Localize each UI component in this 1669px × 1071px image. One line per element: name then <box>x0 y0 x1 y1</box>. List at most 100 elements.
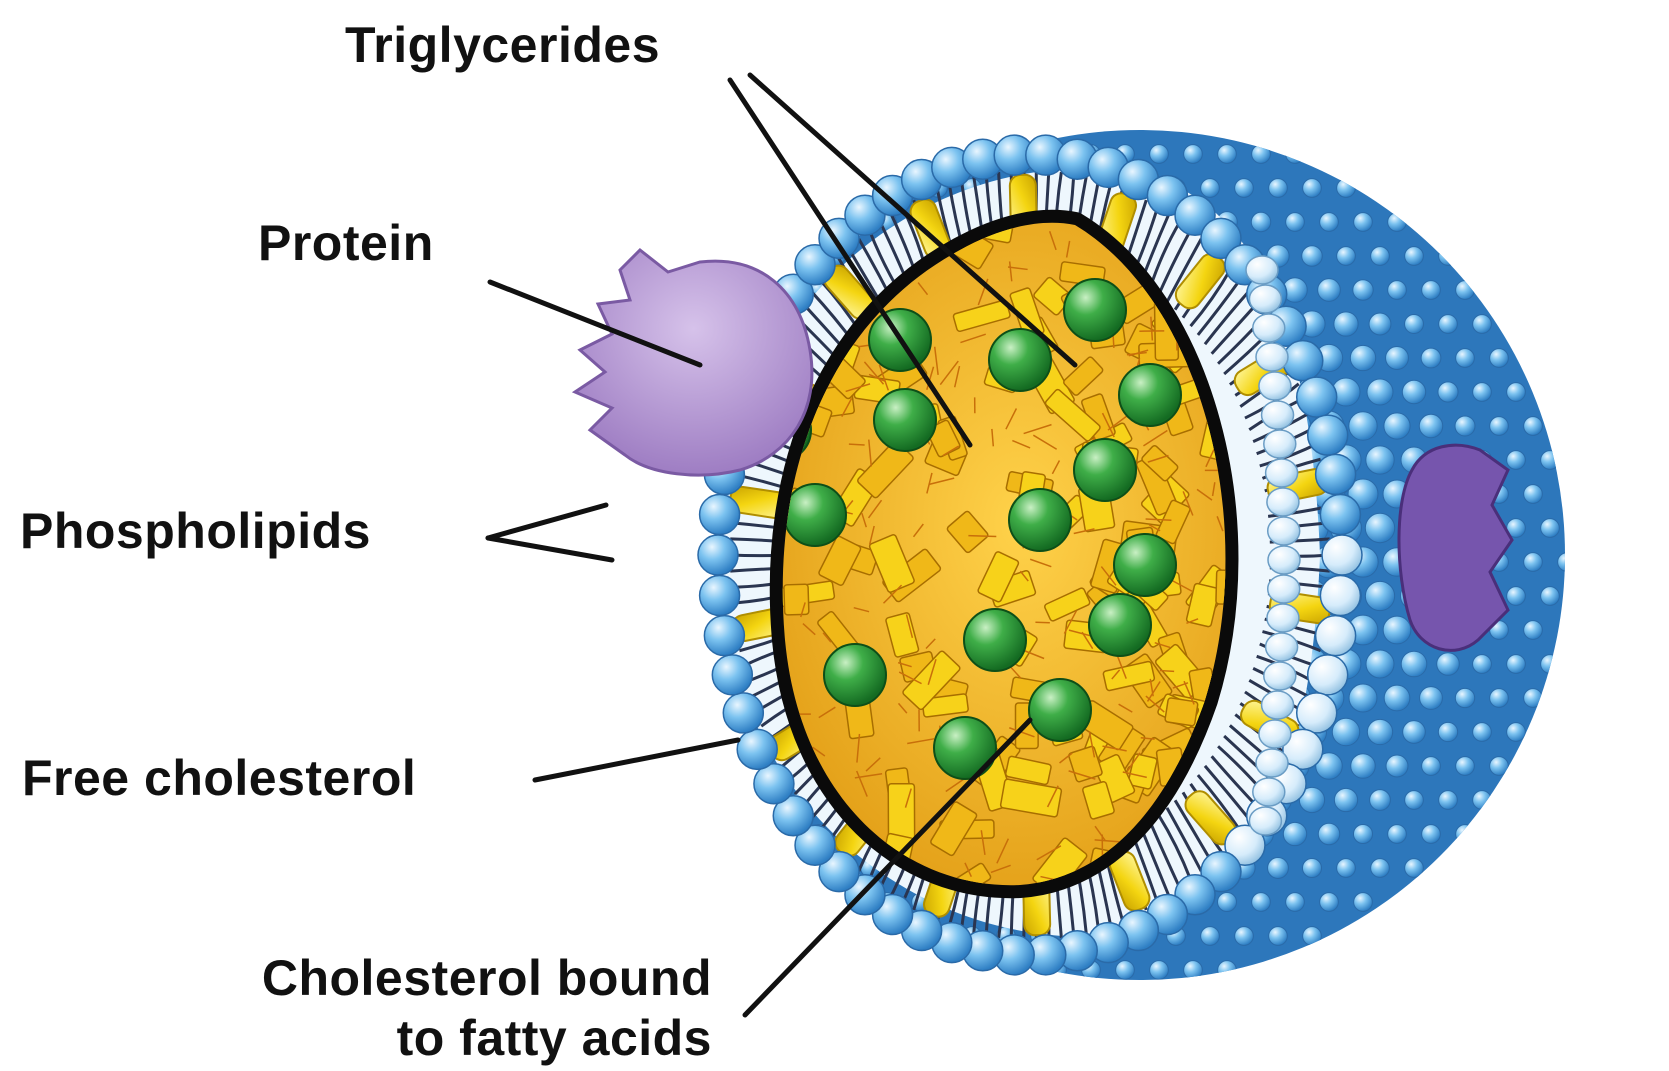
phospholipid-head <box>1268 517 1300 545</box>
triglyceride-sphere <box>1029 679 1091 741</box>
surface-head <box>1116 961 1135 980</box>
phospholipid-head <box>1268 575 1300 603</box>
surface-head <box>1353 280 1373 300</box>
surface-head <box>1365 581 1394 610</box>
surface-head <box>1422 825 1441 844</box>
surface-head <box>1218 961 1237 980</box>
surface-head <box>1367 719 1392 744</box>
phospholipid-head <box>1249 285 1281 313</box>
surface-head <box>1541 655 1560 674</box>
phospholipid-head <box>1316 616 1356 656</box>
surface-head <box>1388 213 1407 232</box>
phospholipid-head <box>1256 749 1288 777</box>
phospholipid-head <box>723 693 763 733</box>
phospholipid-head <box>1267 604 1299 632</box>
surface-head <box>1365 513 1394 542</box>
surface-head <box>1473 383 1492 402</box>
surface-head <box>1354 893 1373 912</box>
surface-head <box>1490 757 1509 776</box>
surface-head <box>1303 179 1322 198</box>
phospholipid-head <box>1253 778 1285 806</box>
surface-head <box>1558 553 1577 572</box>
surface-head <box>1337 859 1356 878</box>
surface-head <box>1217 892 1236 911</box>
surface-head <box>1490 349 1509 368</box>
surface-head <box>1201 927 1220 946</box>
surface-head <box>1351 754 1376 779</box>
surface-head <box>1507 383 1526 402</box>
label-triglycerides: Triglycerides <box>345 17 660 73</box>
surface-head <box>1438 722 1457 741</box>
phospholipid-head <box>1262 401 1294 429</box>
surface-head <box>1456 757 1475 776</box>
surface-head <box>1386 755 1408 777</box>
surface-head <box>1388 825 1407 844</box>
phospholipid-head <box>1246 256 1278 284</box>
phospholipid-head <box>1308 415 1348 455</box>
surface-head <box>1269 927 1288 946</box>
label-protein: Protein <box>258 215 434 271</box>
surface-head <box>1286 893 1305 912</box>
label-cholesterol-bound-line1: Cholesterol bound <box>262 950 712 1006</box>
fatty-acid-fiber <box>773 868 793 883</box>
surface-head <box>1269 179 1288 198</box>
surface-head <box>1302 858 1321 877</box>
surface-head <box>1350 345 1375 370</box>
surface-head <box>1388 281 1407 300</box>
fatty-acid-fiber <box>849 444 865 445</box>
surface-head <box>1283 822 1306 845</box>
surface-head <box>1420 687 1443 710</box>
phospholipid-head <box>1266 459 1298 487</box>
surface-head <box>1332 718 1359 745</box>
surface-head <box>1354 213 1373 232</box>
surface-head <box>1437 653 1460 676</box>
phospholipid-head <box>1316 454 1356 494</box>
phospholipid-head <box>1297 377 1337 417</box>
surface-head <box>1369 313 1391 335</box>
surface-head <box>1473 315 1492 334</box>
phospholipid-head <box>1262 691 1294 719</box>
surface-head <box>1366 446 1394 474</box>
label-phospholipids: Phospholipids <box>20 503 371 559</box>
surface-head <box>1402 380 1425 403</box>
phospholipid-head <box>1283 341 1323 381</box>
surface-head <box>1384 685 1410 711</box>
leader-phospholipids-2 <box>488 538 612 560</box>
triglyceride-sphere <box>1009 489 1071 551</box>
phospholipid-head <box>1267 488 1299 516</box>
surface-head <box>1507 451 1526 470</box>
surface-head <box>1320 893 1339 912</box>
leader-phospholipids-1 <box>488 505 606 538</box>
triglyceride-sphere <box>1114 534 1176 596</box>
surface-head <box>1456 825 1475 844</box>
surface-head <box>1405 859 1424 878</box>
surface-head <box>1541 451 1560 470</box>
surface-head <box>1366 650 1394 678</box>
triglyceride-sphere <box>1119 364 1181 426</box>
surface-head <box>1524 621 1543 640</box>
phospholipid-head <box>1320 494 1360 534</box>
phospholipid-head <box>1256 343 1288 371</box>
surface-head <box>1439 315 1458 334</box>
surface-head <box>1473 791 1492 810</box>
surface-head <box>1201 179 1220 198</box>
surface-head <box>1320 213 1339 232</box>
surface-head <box>1541 519 1560 538</box>
phospholipid-head <box>700 576 740 616</box>
ester-block <box>784 584 809 615</box>
phospholipid-head <box>1264 662 1296 690</box>
surface-head <box>1507 587 1526 606</box>
surface-head <box>1318 823 1339 844</box>
phospholipid-head <box>1320 576 1360 616</box>
surface-head <box>1334 788 1357 811</box>
phospholipid-head <box>1259 372 1291 400</box>
triglyceride-sphere <box>964 609 1026 671</box>
surface-head <box>1439 247 1458 266</box>
surface-head <box>1150 145 1169 164</box>
surface-head <box>1490 417 1509 436</box>
surface-head <box>1184 961 1203 980</box>
surface-head <box>1507 655 1526 674</box>
phospholipid-head <box>1259 720 1291 748</box>
triglyceride-sphere <box>874 389 936 451</box>
